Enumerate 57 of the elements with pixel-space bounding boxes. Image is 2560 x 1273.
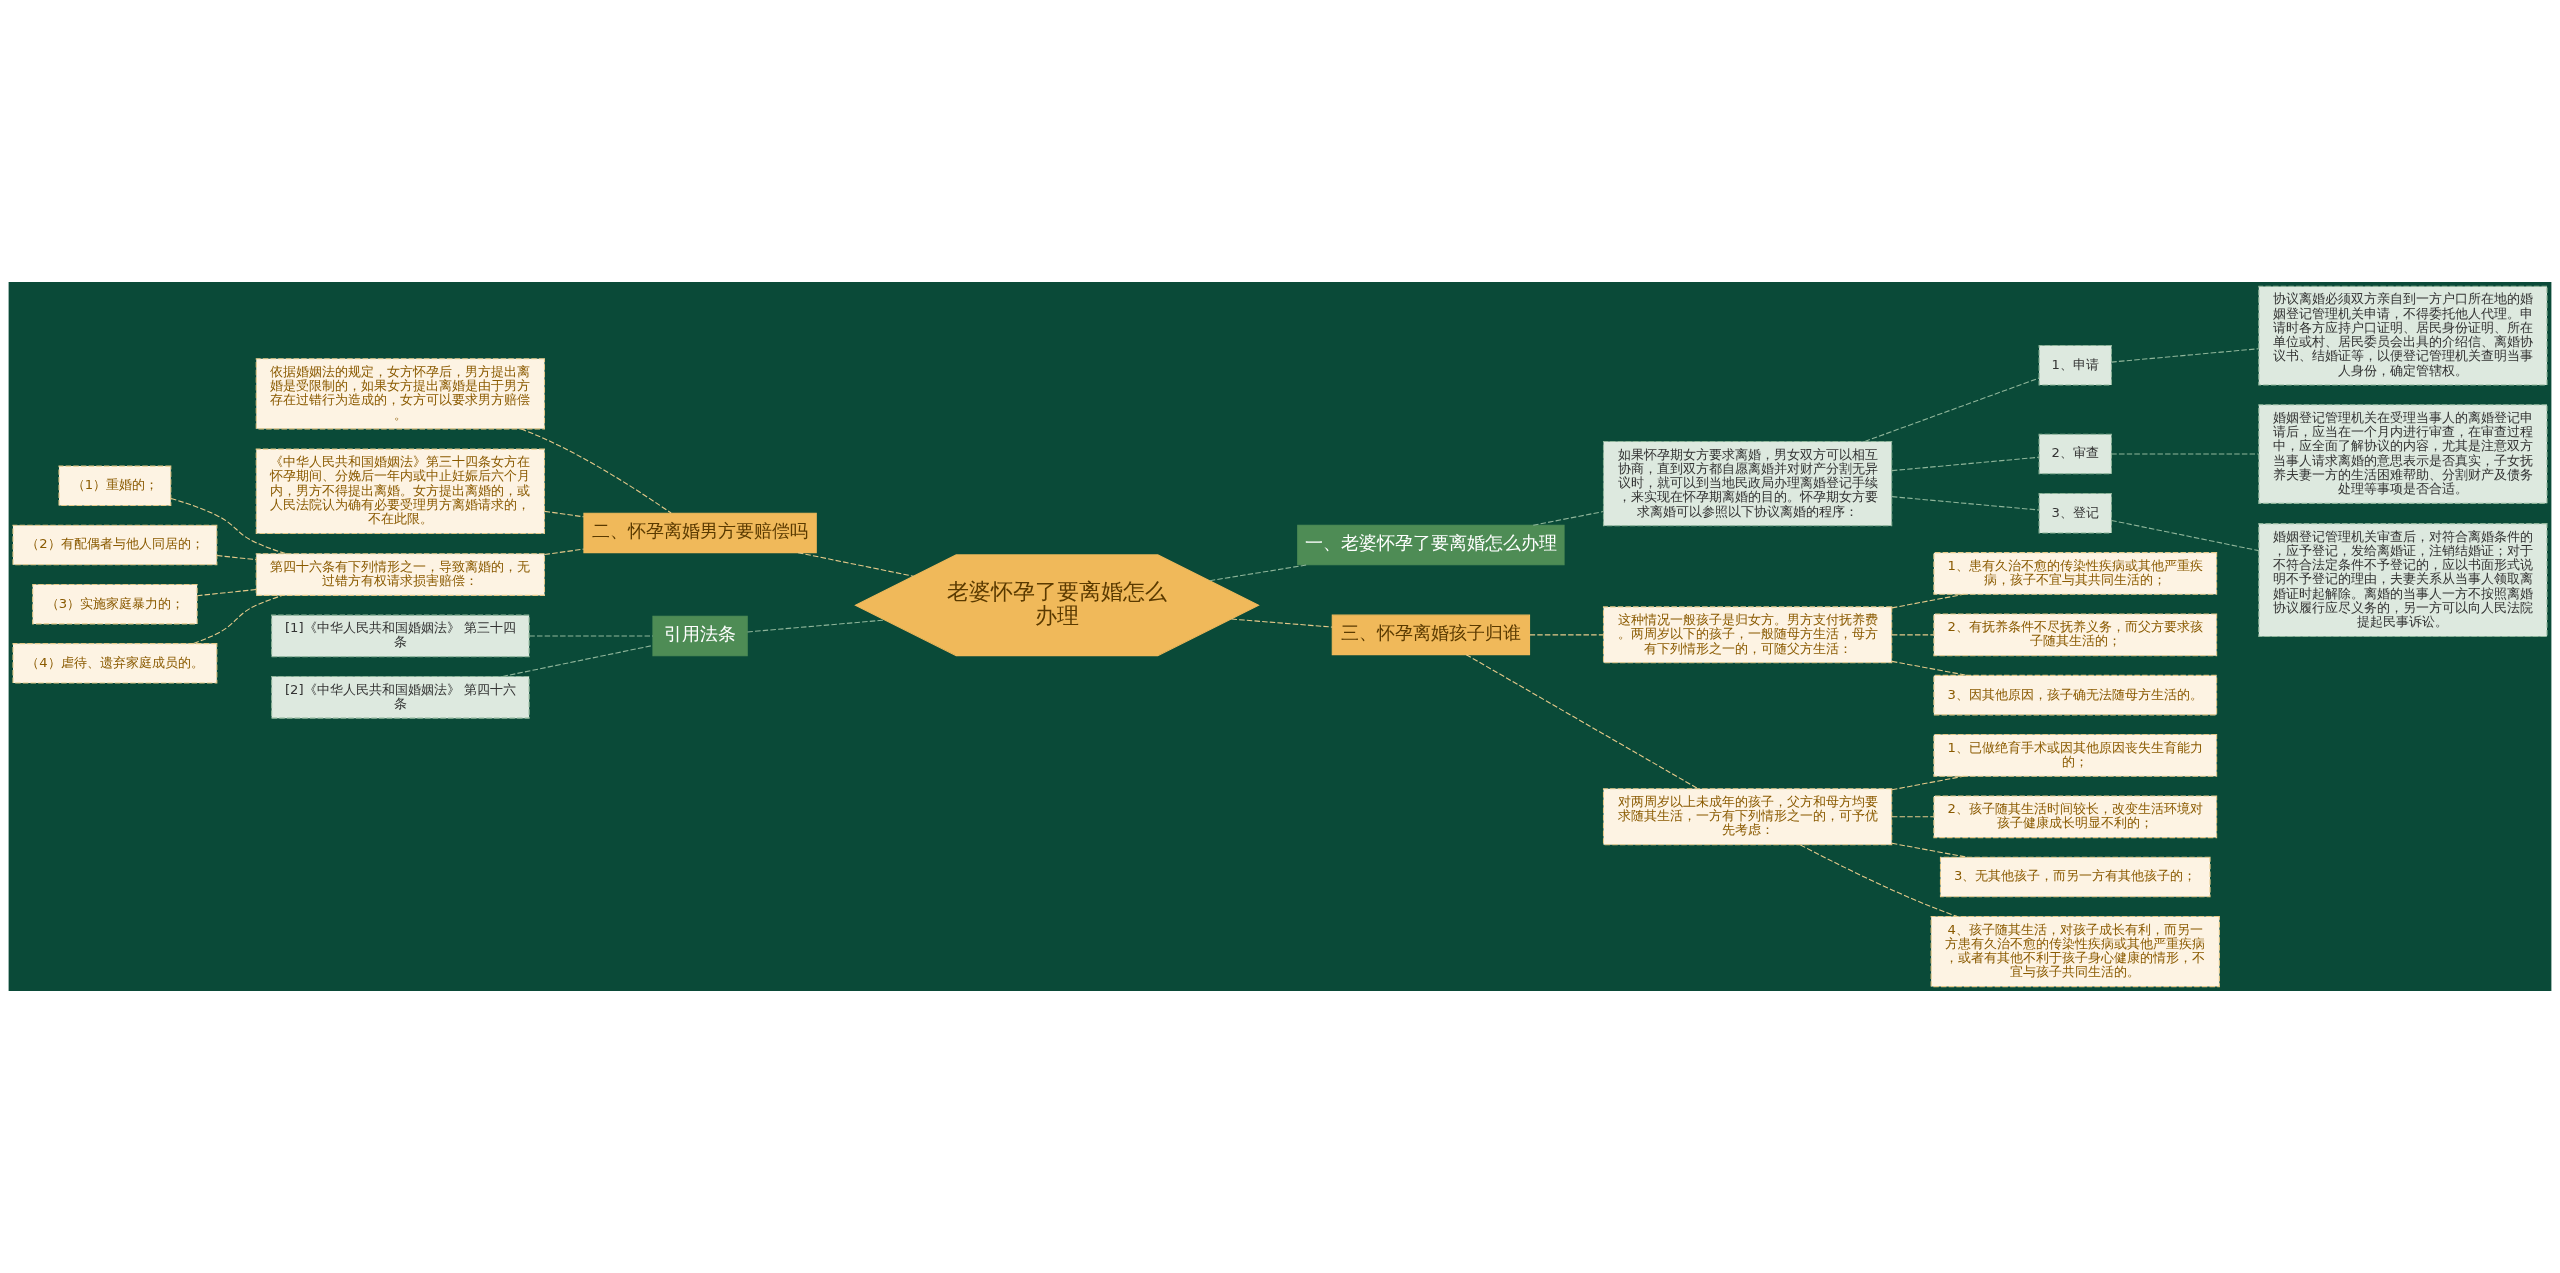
node-box: 一、老婆怀孕了要离婚怎么办理 bbox=[1297, 524, 1565, 566]
node-box: [2]《中华人民共和国婚姻法》 第四十六条 bbox=[271, 675, 530, 719]
connector bbox=[216, 555, 257, 561]
connector bbox=[502, 644, 654, 677]
connector bbox=[544, 510, 585, 518]
node-box: 协议离婚必须双方亲自到一方户口所在地的婚姻登记管理机关申请，不得委托他人代理。申请时各方应持户口证明、居民身份证明、所在单位或村、居民委员会出具的介绍信、离婚协议书、结婚证等，以便登记管理机关查明当事人身份，确定管辖权。 bbox=[2258, 285, 2548, 386]
node-box: 2、孩子随其生活时间较长，改变生活环境对孩子健康成长明显不利的； bbox=[1933, 795, 2218, 839]
node-box: 婚姻登记管理机关审查后，对符合离婚条件的，应予登记，发给离婚证，注销结婚证；对于不符合法定条件不予登记的，应以书面形式说明不予登记的理由，夫妻关系从当事人领取离婚证时起解除。离婚的当事人一方不按照离婚协议履行应尽义务的，另一方可以向人民法院提起民事诉讼。 bbox=[2258, 523, 2548, 638]
node-box: 依据婚姻法的规定，女方怀孕后，男方提出离婚是受限制的，如果女方提出离婚是由于男方存在过错行为造成的，女方可以要求男方赔偿。 bbox=[255, 358, 545, 430]
node-box: 1、患有久治不愈的传染性疾病或其他严重疾病，孩子不宜与其共同生活的； bbox=[1933, 552, 2218, 595]
node-box: 二、怀孕离婚男方要赔偿吗 bbox=[583, 512, 817, 554]
connector bbox=[528, 635, 654, 637]
connector bbox=[1891, 456, 2040, 472]
connector bbox=[193, 594, 283, 645]
connector bbox=[520, 428, 672, 514]
connector bbox=[1864, 377, 2040, 442]
connector bbox=[2110, 519, 2260, 552]
connector bbox=[1891, 775, 1965, 791]
node-box: 对两周岁以上未成年的孩子，父方和母方均要求随其生活，一方有下列情形之一的，可予优先考虑： bbox=[1602, 788, 1893, 846]
connector bbox=[1891, 816, 1935, 818]
connector bbox=[1799, 844, 1958, 917]
connector bbox=[797, 552, 915, 577]
node-box: 4、孩子随其生活，对孩子成长有利，而另一方患有久治不愈的传染性疾病或其他严重疾病，或者有其他不利于孩子身心健康的情形，不宜与孩子共同生活的。 bbox=[1930, 915, 2220, 988]
node-box: 3、登记 bbox=[2038, 492, 2112, 534]
connector bbox=[1891, 593, 1965, 609]
node-box: 2、审查 bbox=[2038, 433, 2112, 475]
connector bbox=[2110, 453, 2260, 455]
node-box: [1]《中华人民共和国婚姻法》 第三十四条 bbox=[271, 614, 530, 658]
connector bbox=[1891, 496, 2040, 511]
connector bbox=[747, 619, 886, 633]
node-box: （2）有配偶者与他人同居的； bbox=[12, 524, 218, 566]
connector bbox=[1529, 634, 1604, 636]
node-box: 3、无其他孩子，而另一方有其他孩子的； bbox=[1939, 856, 2211, 898]
node-box: （4）虐待、遗弃家庭成员的。 bbox=[12, 643, 218, 684]
connector bbox=[1891, 634, 1935, 636]
node-box: 婚姻登记管理机关在受理当事人的离婚登记申请后，应当在一个月内进行审查，在审查过程中，应全面了解协议的内容，尤其是注意双方当事人请求离婚的意思表示是否真实，子女抚养夫妻一方的生活困难帮助、分割财产及债务处理等事项是否合适。 bbox=[2258, 404, 2548, 504]
node-box: （1）重婚的； bbox=[58, 465, 172, 507]
node-box: 3、因其他原因，孩子确无法随母方生活的。 bbox=[1933, 674, 2218, 716]
node-box: 1、已做绝育手术或因其他原因丧失生育能力的； bbox=[1933, 734, 2218, 777]
connector bbox=[196, 589, 257, 597]
node-box: 引用法条 bbox=[652, 615, 748, 657]
connector bbox=[1230, 618, 1333, 628]
connector bbox=[1532, 511, 1604, 526]
connector bbox=[170, 497, 287, 555]
connector bbox=[1891, 660, 1969, 676]
node-box: 1、申请 bbox=[2038, 345, 2112, 386]
node-box: 2、有抚养条件不尽抚养义务，而父方要求孩子随其生活的； bbox=[1933, 613, 2218, 657]
node-box: 如果怀孕期女方要求离婚，男女双方可以相互协商，直到双方都自愿离婚并对财产分割无异议时，就可以到当地民政局办理离婚登记手续，来实现在怀孕期离婚的目的。怀孕期女方要求离婚可以参照以下协议离婚的程序： bbox=[1602, 440, 1893, 527]
node-box: 第四十六条有下列情形之一，导致离婚的，无过错方有权请求损害赔偿： bbox=[255, 553, 545, 596]
connector bbox=[1209, 564, 1309, 582]
connector bbox=[544, 548, 585, 556]
connector bbox=[1465, 654, 1699, 790]
node-box: 《中华人民共和国婚姻法》第三十四条女方在怀孕期间、分娩后一年内或中止妊娠后六个月内，男方不得提出离婚。女方提出离婚的，或人民法院认为确有必要受理男方离婚请求的，不在此限。 bbox=[255, 448, 545, 535]
connector bbox=[1891, 842, 1969, 858]
node-box: 这种情况一般孩子是归女方。男方支付抚养费。两周岁以下的孩子，一般随母方生活，母方有下列情形之一的，可随父方生活： bbox=[1602, 606, 1893, 664]
node-box: （3）实施家庭暴力的； bbox=[32, 583, 198, 625]
node-box: 三、怀孕离婚孩子归谁 bbox=[1331, 614, 1531, 656]
